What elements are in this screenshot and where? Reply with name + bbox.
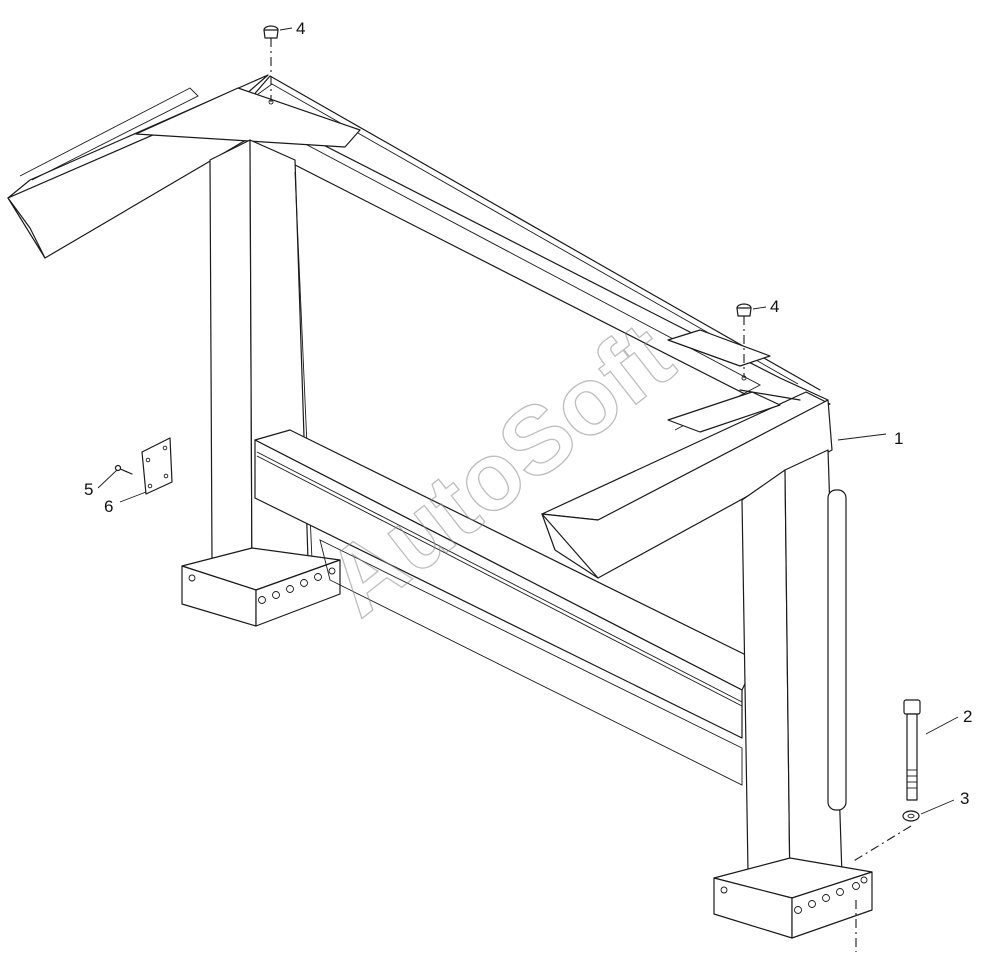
callout-4-right: 4: [770, 297, 779, 316]
screw-part-5: [114, 464, 133, 475]
frame-cross-beam: [254, 429, 757, 786]
callout-2: 2: [963, 707, 972, 726]
callout-1: 1: [894, 429, 903, 448]
bolt-part-2: [903, 699, 921, 801]
frame-right-arm: [541, 389, 833, 579]
cover-plate-part-6: [141, 437, 173, 495]
callout-6: 6: [104, 497, 113, 516]
callout-4-top: 4: [296, 19, 305, 38]
plug-part-4-right: [736, 303, 752, 381]
plug-part-4-top: [263, 25, 279, 105]
frame-right-leg: [713, 449, 873, 939]
callout-5: 5: [84, 480, 93, 499]
washer-part-3: [902, 810, 920, 822]
leader-lines: [97, 27, 959, 815]
callout-3: 3: [960, 789, 969, 808]
bolt-axis-line: [851, 825, 912, 952]
